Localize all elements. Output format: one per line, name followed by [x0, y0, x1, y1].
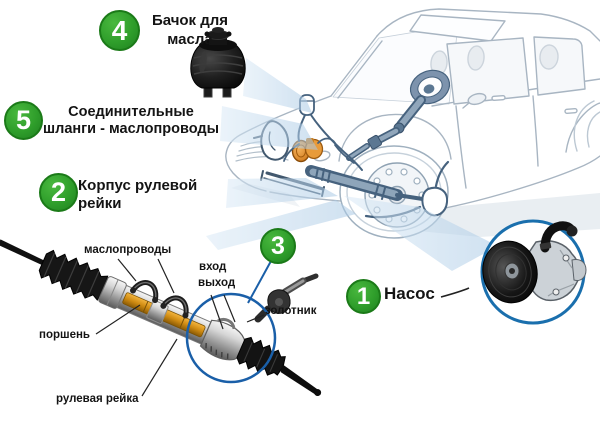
beam-to-hoses [220, 106, 318, 150]
callout-badge-2: 2 [39, 173, 78, 212]
callout-badge-3: 3 [260, 228, 296, 264]
part-label-piston: поршень [39, 329, 90, 341]
callout-label-hoses: Соединительные шланги - маслопроводы [43, 104, 219, 137]
callout-label-pump: Насос [384, 284, 435, 303]
callout-badge-4: 4 [99, 10, 140, 51]
callout-beams [206, 58, 498, 271]
beam-to-reservoir [243, 58, 312, 113]
callout-label-reservoir: Бачок для масла [151, 12, 229, 48]
steering-rack-image [0, 239, 322, 397]
leader-lines [95, 258, 470, 397]
part-label-outlet: выход [198, 277, 236, 289]
callout-label-rack-housing: Корпус рулевой рейки [78, 177, 198, 212]
part-label-inlet: вход [199, 261, 227, 273]
pump-image [480, 219, 587, 325]
valve-highlight-circle [185, 292, 277, 384]
oil-reservoir-image [190, 27, 246, 98]
part-label-oil-lines: маслопроводы [84, 244, 172, 256]
callout-badge-1: 1 [346, 279, 381, 314]
pump-label-dash [440, 287, 470, 298]
beam-to-pump [344, 196, 498, 271]
part-label-spool-valve: золотник [265, 305, 317, 317]
callout-badge-5: 5 [4, 101, 43, 140]
beam-to-rack-detail [206, 200, 356, 250]
callout-3-line [247, 260, 272, 304]
part-label-steering-rack: рулевая рейка [56, 393, 139, 405]
beam-to-rack-housing [226, 178, 338, 208]
